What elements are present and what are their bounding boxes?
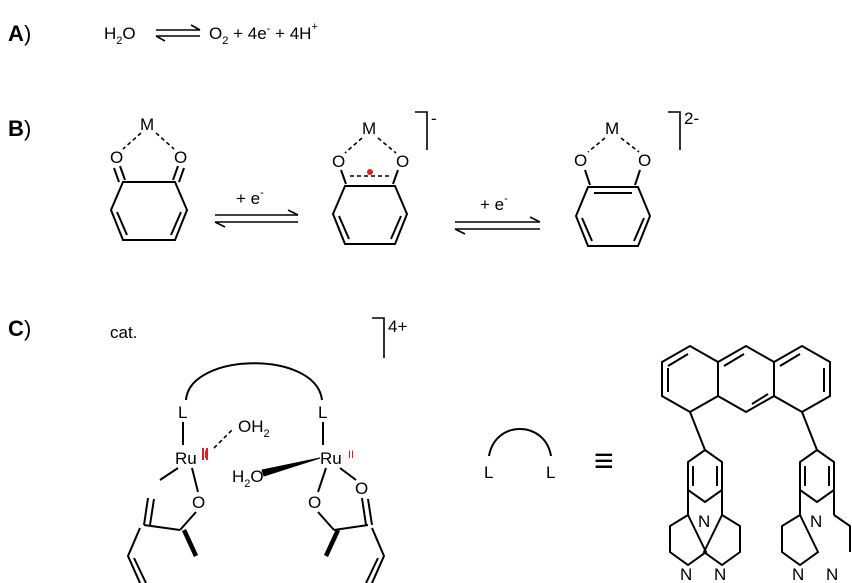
section-b-label: B (8, 116, 24, 141)
charge-minus: - (431, 109, 437, 128)
metal-label: M (140, 115, 154, 134)
ru-left-oxidation: II (201, 449, 207, 461)
terpy-left-N-1: N (680, 565, 692, 583)
section-a-label: A (8, 21, 24, 46)
arrow-2-label: + e- (480, 193, 508, 214)
abbr-L-right: L (546, 463, 555, 482)
reduction-arrow-2: + e- (454, 193, 541, 235)
equilibrium-arrow-a (155, 24, 201, 42)
oxygen-left: O (110, 148, 123, 167)
anthracene-terpyridine-ligand: N N N N N N (661, 344, 851, 583)
metal-label-3: M (605, 119, 619, 138)
ligand-abbreviation: L L ≡ (484, 428, 614, 482)
section-c-label: C (8, 316, 24, 341)
charge-2minus: 2- (684, 109, 699, 128)
section-a: A ) H2O O2 + 4e- + 4H+ (8, 21, 318, 47)
semiquinone-complex: M O O - (331, 109, 437, 245)
oxygen-right: O (174, 148, 187, 167)
abbr-L-left: L (484, 463, 493, 482)
section-b: B ) M O O + e- M O O (8, 109, 699, 247)
ligand-L-right: L (318, 403, 327, 422)
ru-right-O1: O (308, 493, 321, 512)
terpy-right-N-1: N (792, 565, 804, 583)
ru-left-O2: O (192, 493, 205, 512)
products-formula: O2 + 4e- + 4H+ (209, 21, 318, 47)
oxygen-left-3: O (574, 151, 587, 170)
terpy-right-N-center: N (810, 512, 822, 531)
ru-right: Ru (320, 449, 342, 468)
arrow-1-label: + e- (236, 187, 264, 208)
terpy-right-N-2: N (826, 565, 838, 583)
water-formula: H2O (104, 24, 136, 47)
aqua-top: OH2 (238, 417, 270, 440)
reduction-arrow-1: + e- (214, 187, 299, 228)
catecholate-complex: M O O 2- (574, 109, 699, 247)
charge-4plus: 4+ (388, 317, 407, 336)
section-b-paren: ) (24, 116, 31, 141)
terpy-left-N-2: N (714, 565, 726, 583)
section-c: C ) cat. 4+ L L Ru II OH2 O (8, 316, 851, 583)
oxygen-right-3: O (638, 151, 651, 170)
aqua-bottom: H2O (232, 467, 264, 490)
quinone-complex: M O O (109, 115, 189, 241)
diruthenium-complex: L L Ru II OH2 O Ru II H2O (126, 362, 386, 583)
ru-right-O2: O (355, 479, 368, 498)
oxygen-right-2: O (396, 152, 409, 171)
catalyst-label: cat. (110, 323, 137, 342)
ru-right-oxidation: II (348, 449, 354, 461)
ligand-L-left: L (178, 403, 187, 422)
terpy-left-N-center: N (698, 512, 710, 531)
radical-dot (367, 169, 373, 175)
oxygen-left-2: O (332, 152, 345, 171)
metal-label-2: M (362, 119, 376, 138)
section-c-paren: ) (24, 316, 31, 341)
section-a-paren: ) (24, 21, 31, 46)
ru-left: Ru (175, 449, 197, 468)
equivalence-symbol: ≡ (594, 442, 614, 480)
